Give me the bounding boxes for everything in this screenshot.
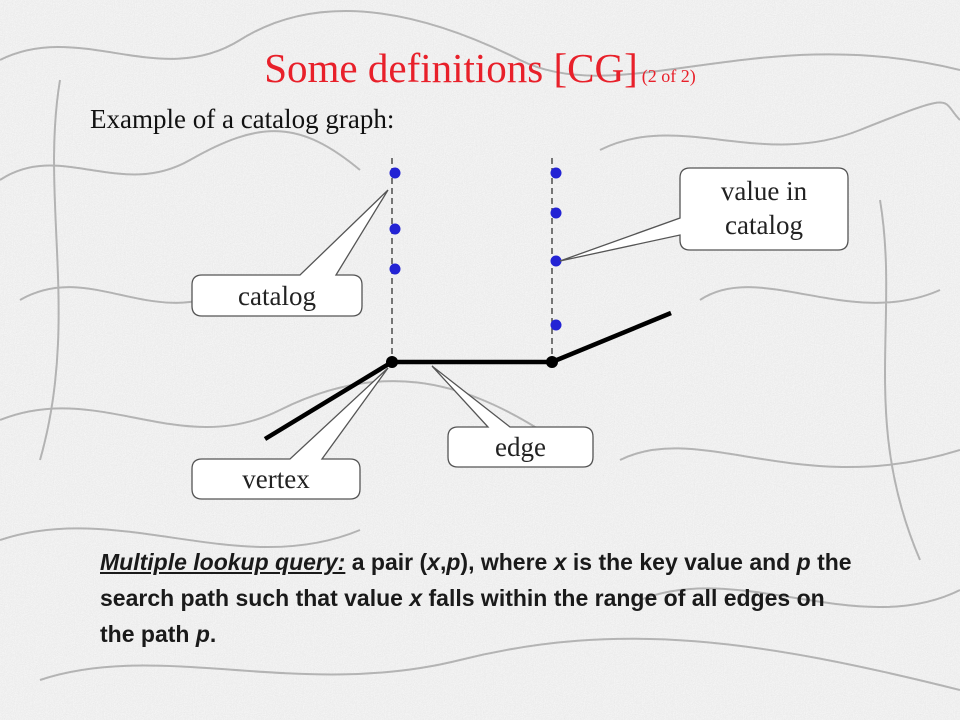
- catalog-value-dot: [550, 167, 562, 179]
- label-catalog: catalog: [238, 281, 316, 311]
- catalog-value-dot: [550, 319, 562, 331]
- label-edge: edge: [495, 432, 546, 462]
- variable-x: x: [553, 549, 567, 575]
- definition-text: .: [209, 621, 217, 647]
- edge-left: [263, 360, 394, 441]
- slide-title-sub: (2 of 2): [641, 66, 696, 86]
- catalog-value-dot: [389, 263, 401, 275]
- slide-title-main: Some definitions [CG]: [264, 45, 638, 91]
- callout-value-in-catalog: [559, 167, 849, 262]
- catalog-value-dot: [550, 255, 562, 267]
- catalog-value-dot: [550, 207, 562, 219]
- callout-catalog: [191, 189, 389, 317]
- variable-p: p: [796, 549, 811, 575]
- catalog-value-dot: [389, 223, 401, 235]
- definition-text: ,: [439, 549, 447, 575]
- definition-text: ), where: [460, 549, 554, 575]
- definition-term: Multiple lookup query:: [100, 549, 346, 575]
- definition-text: a pair (: [345, 549, 428, 575]
- vertex-dot: [546, 356, 558, 368]
- catalog-value-dot: [389, 167, 401, 179]
- variable-p: p: [446, 549, 461, 575]
- label-value-in-catalog: value in catalog: [680, 174, 848, 242]
- vertex-dot: [386, 356, 398, 368]
- label-vertex: vertex: [242, 464, 310, 494]
- definition-text: the search path such that value: [100, 549, 852, 611]
- definition-text: is the key value and: [566, 549, 797, 575]
- slide-title: Some definitions [CG](2 of 2): [0, 44, 960, 92]
- label-value-in-catalog-line1: value in: [720, 176, 808, 206]
- variable-x: x: [427, 549, 440, 575]
- edge-right: [551, 310, 672, 365]
- label-value-in-catalog-line2: catalog: [725, 210, 803, 240]
- variable-p: p: [195, 621, 210, 647]
- callout-vertex: [191, 367, 389, 500]
- variable-x: x: [409, 585, 423, 611]
- definition-paragraph: Multiple lookup query: a pair (x,p), whe…: [100, 544, 860, 652]
- definition-text: falls within the range of all edges on t…: [100, 585, 825, 647]
- slide-subtitle: Example of a catalog graph:: [90, 104, 395, 134]
- callout-edge: [431, 365, 594, 468]
